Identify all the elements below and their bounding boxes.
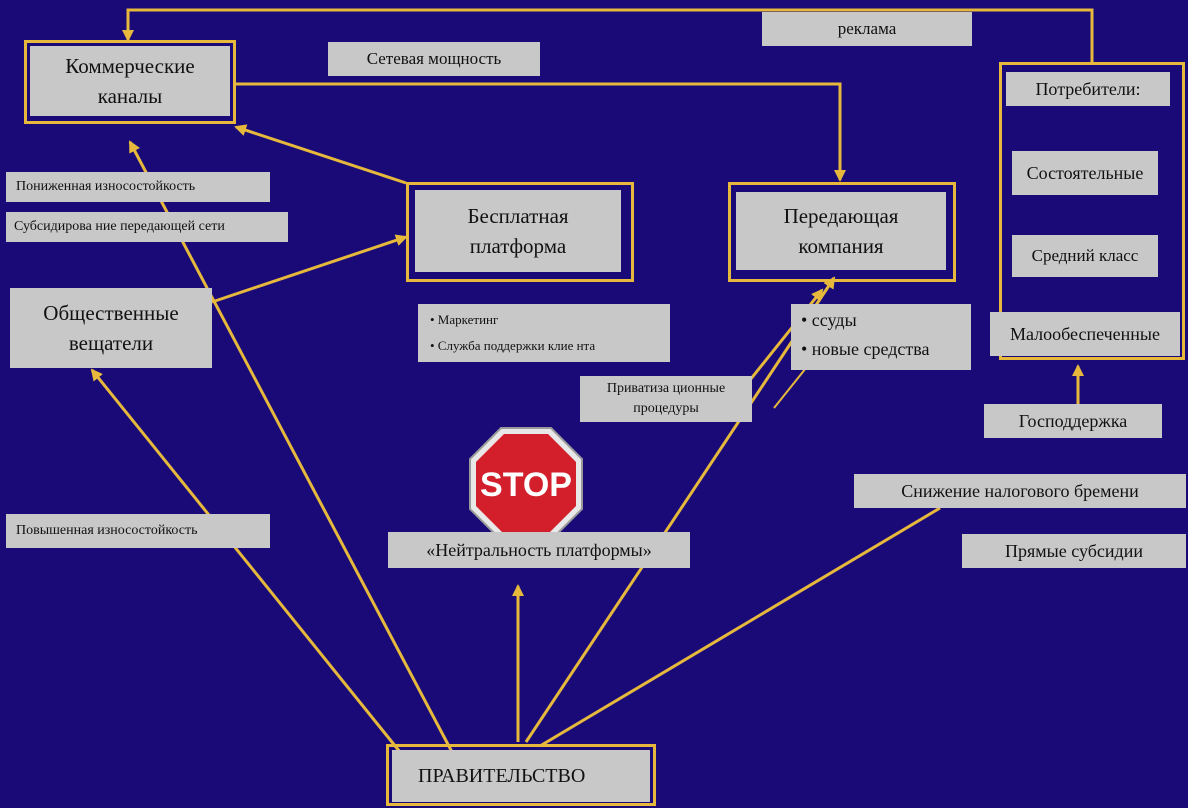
gov-to-channels-arrow (128, 140, 454, 753)
company-funding-list: • ссуды • новые средства (791, 304, 971, 370)
tax-relief-label: Снижение налогового бремени (854, 474, 1186, 508)
state-support-label: Господдержка (984, 404, 1162, 438)
consumers-item-wealthy: Состоятельные (1012, 151, 1158, 195)
transmitting-company-label: Передающая компания (736, 192, 946, 270)
stop-sign-text: STOP (480, 466, 572, 504)
increased-wear-label: Повышенная износостойкость (6, 514, 270, 548)
gov-to-tax-relief-arrow (539, 506, 941, 748)
network-capacity-label: Сетевая мощность (328, 42, 540, 76)
funding-new-funds: • новые средства (801, 339, 930, 359)
funding-loans: • ссуды (801, 310, 857, 330)
government-label: ПРАВИТЕЛЬСТВО (392, 750, 650, 802)
consumers-item-low-income: Малообеспеченные (990, 312, 1180, 356)
advertising-arrow (122, 8, 1094, 62)
consumers-item-middle-class: Средний класс (1012, 235, 1158, 277)
commercial-channels-node (24, 40, 236, 124)
consumers-title: Потребители: (1006, 72, 1170, 106)
government-node (386, 744, 656, 806)
platform-service-support: • Служба поддержки клие нта (430, 338, 596, 353)
platform-to-channels-arrow (234, 124, 407, 185)
platform-service-marketing: • Маркетинг (430, 312, 499, 327)
gov-to-broadcasters-arrow (90, 368, 402, 753)
reduced-wear-label: Пониженная износостойкость (6, 172, 270, 202)
direct-subsidies-label: Прямые субсидии (962, 534, 1186, 568)
transmitting-company-node (728, 182, 956, 282)
free-platform-node (406, 182, 634, 282)
network-capacity-arrow (236, 82, 846, 182)
platform-neutrality-label: «Нейтральность платформы» (388, 532, 690, 568)
network-subsidy-label: Субсидирова ние передающей сети (6, 212, 288, 242)
stop-sign-icon: STOP (466, 424, 586, 544)
advertising-label: реклама (762, 12, 972, 46)
commercial-channels-label: Коммерческие каналы (30, 46, 230, 116)
free-platform-label: Бесплатная платформа (415, 190, 621, 272)
consumers-node (999, 62, 1185, 360)
public-broadcasters-node: Общественные вещатели (10, 288, 212, 368)
broadcasters-to-platform-arrow (211, 234, 408, 304)
platform-services-list: • Маркетинг • Служба поддержки клие нта (418, 304, 670, 362)
gov-to-company-arrow (524, 276, 836, 743)
privatization-label: Приватиза ционные процедуры (580, 376, 752, 422)
